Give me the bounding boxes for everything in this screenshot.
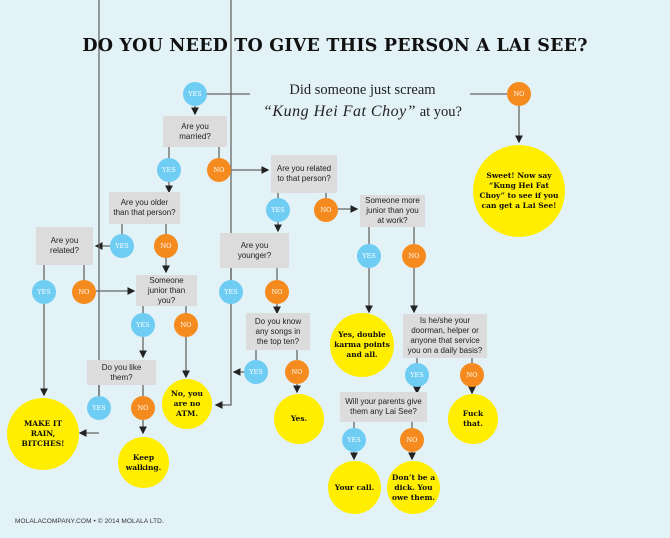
outcome-keep-walking: Keep walking. [118,437,169,488]
doorman-no-node: NO [460,363,484,387]
question-junior-than-you: Someone junior than you? [136,275,197,306]
junior-than-you-yes-node: YES [131,313,155,337]
question-related-to-person: Are you related to that person? [271,155,337,193]
related-yes-node: YES [32,280,56,304]
question-junior-at-work: Someone more junior than you at work? [360,195,425,227]
start-question-line2: “Kung Hei Fat Choy” at you? [240,101,485,123]
junior-than-you-no-node: NO [174,313,198,337]
older-no-node: NO [154,234,178,258]
related-no-node: NO [72,280,96,304]
start-question-suffix: at you? [416,104,462,120]
question-related: Are you related? [36,227,93,265]
older-yes-node: YES [110,234,134,258]
junior-at-work-no-node: NO [402,244,426,268]
outcome-your-call: Your call. [328,461,381,514]
parents-no-node: NO [400,428,424,452]
kung-hei-fat-choy-text: “Kung Hei Fat Choy” [263,103,417,120]
start-question: Did someone just scream “Kung Hei Fat Ch… [240,79,485,123]
outcome-make-it-rain: MAKE IT RAIN, BITCHES! [7,398,79,470]
question-like-them: Do you like them? [87,360,156,385]
younger-yes-node: YES [219,280,243,304]
outcome-fuck-that: Fuck that. [448,394,498,444]
songs-yes-node: YES [244,360,268,384]
question-older: Are you older than that person? [109,192,180,224]
outcome-double-karma: Yes, double karma points and all. [330,313,394,377]
married-yes-node: YES [157,158,181,182]
start-yes-node: YES [183,82,207,106]
songs-no-node: NO [285,360,309,384]
like-them-no-node: NO [131,396,155,420]
doorman-yes-node: YES [405,363,429,387]
question-songs: Do you know any songs in the top ten? [246,313,310,350]
footer-credit: MOLALACOMPANY.COM • © 2014 MOLALA LTD. [15,518,164,525]
outcome-sweet: Sweet! Now say “Kung Hei Fat Choy” to se… [473,145,565,237]
question-younger: Are you younger? [220,233,289,268]
question-doorman: Is he/she your doorman, helper or anyone… [403,314,487,358]
younger-no-node: NO [265,280,289,304]
start-no-node: NO [507,82,531,106]
outcome-no-atm: No, you are no ATM. [162,379,212,429]
married-no-node: NO [207,158,231,182]
parents-yes-node: YES [342,428,366,452]
outcome-yes: Yes. [274,394,324,444]
outcome-dont-be-dick: Don’t be a dick. You owe them. [387,461,440,514]
junior-at-work-yes-node: YES [357,244,381,268]
question-married: Are you married? [163,116,227,147]
page-title: DO YOU NEED TO GIVE THIS PERSON A LAI SE… [82,36,588,56]
question-parents: Will your parents give them any Lai See? [340,392,427,422]
like-them-yes-node: YES [87,396,111,420]
related-to-person-no-node: NO [314,198,338,222]
related-to-person-yes-node: YES [266,198,290,222]
start-question-line1: Did someone just scream [289,82,436,98]
